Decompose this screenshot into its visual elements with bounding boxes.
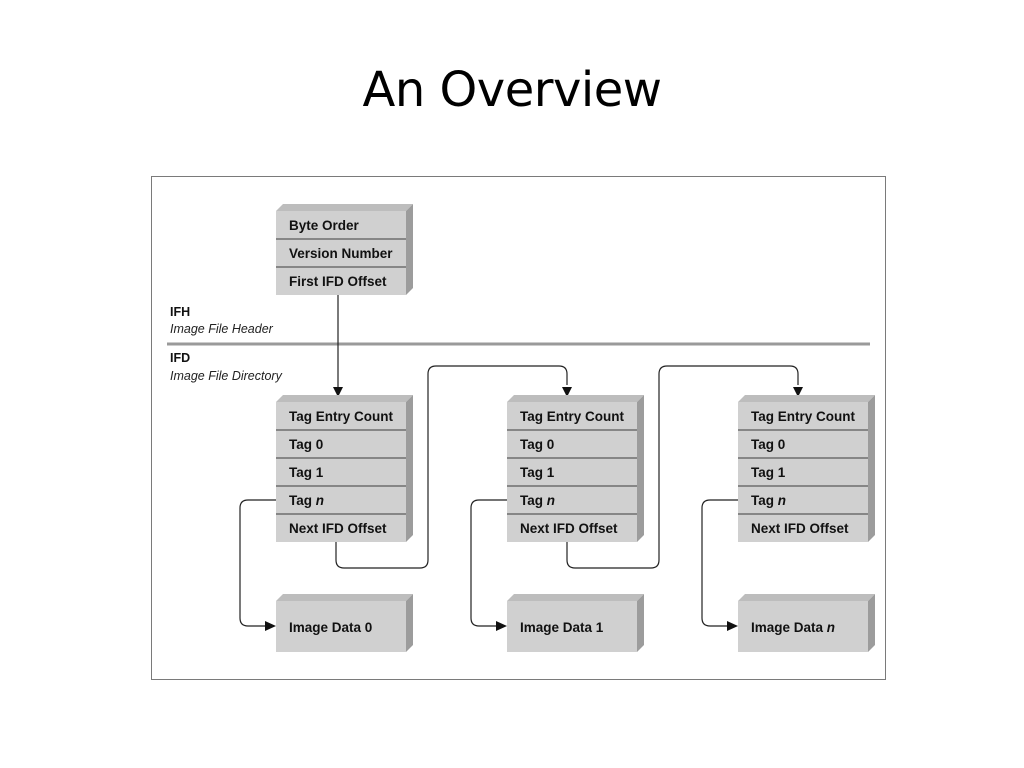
ifd-name: Image File Directory: [170, 369, 283, 383]
cell-text: Tag Entry Count: [751, 409, 855, 424]
cell-label: Tag n: [289, 493, 324, 508]
cell-label: Next IFD Offset: [520, 521, 618, 536]
diagram-frame: IFH Image File Header IFD Image File Dir…: [151, 176, 886, 680]
tag-to-image-connector: [701, 499, 738, 627]
cell-label: Tag Entry Count: [289, 409, 393, 424]
cell-text: Next IFD Offset: [751, 521, 849, 536]
box-side-face: [868, 594, 875, 652]
box-top-face: [276, 395, 413, 402]
connectors: [239, 295, 803, 631]
box-front-face: [276, 211, 406, 295]
box-front-face: [276, 601, 406, 652]
arrow-right-icon: [727, 621, 738, 631]
cell-text: Version Number: [289, 246, 393, 261]
cell-text: Tag: [751, 493, 778, 508]
cell-text: Tag 0: [520, 437, 554, 452]
cell-label: Byte Order: [289, 218, 360, 233]
image-data-text: Image Data 0: [289, 620, 372, 635]
image-data-box-2: Image Data n: [738, 594, 875, 652]
cell-label: Next IFD Offset: [751, 521, 849, 536]
cell-label: Tag Entry Count: [520, 409, 624, 424]
cell-variable: n: [316, 493, 324, 508]
cell-label: First IFD Offset: [289, 274, 387, 289]
cell-text: Tag 1: [751, 465, 786, 480]
arrow-down-icon: [793, 387, 803, 397]
cell-text: Next IFD Offset: [520, 521, 618, 536]
box-front-face: [507, 402, 637, 542]
box-top-face: [507, 594, 644, 601]
cell-text: Tag 1: [520, 465, 555, 480]
cell-variable: n: [547, 493, 555, 508]
box-side-face: [637, 594, 644, 652]
ifd-label: IFD: [170, 351, 190, 365]
slide-title: An Overview: [362, 62, 663, 118]
cell-label: Tag 1: [520, 465, 555, 480]
cell-label: Tag n: [520, 493, 555, 508]
box-side-face: [406, 594, 413, 652]
ifh-name: Image File Header: [170, 322, 274, 336]
cell-text: Tag 1: [289, 465, 324, 480]
next-ifd-connector: [566, 365, 799, 569]
image-data-label: Image Data 0: [289, 620, 372, 635]
cell-label: Tag 1: [751, 465, 786, 480]
image-data-box-0: Image Data 0: [276, 594, 413, 652]
cell-text: Tag 0: [751, 437, 785, 452]
box-side-face: [868, 395, 875, 542]
cell-label: Next IFD Offset: [289, 521, 387, 536]
cell-label: Version Number: [289, 246, 393, 261]
arrow-down-icon: [333, 387, 343, 397]
box-front-face: [507, 601, 637, 652]
cell-label: Tag 0: [751, 437, 785, 452]
arrow-right-icon: [496, 621, 507, 631]
cell-label: Tag Entry Count: [751, 409, 855, 424]
tiff-structure-diagram: IFH Image File Header IFD Image File Dir…: [167, 204, 875, 652]
arrow-right-icon: [265, 621, 276, 631]
image-data-variable: n: [827, 620, 835, 635]
image-data-text: Image Data: [751, 620, 827, 635]
tag-to-image-connector: [470, 499, 507, 627]
box-side-face: [406, 395, 413, 542]
cell-text: Tag: [520, 493, 547, 508]
image-data-text: Image Data 1: [520, 620, 604, 635]
next-ifd-connector: [335, 365, 568, 569]
cell-text: Tag Entry Count: [520, 409, 624, 424]
box-top-face: [507, 395, 644, 402]
box-side-face: [637, 395, 644, 542]
cell-label: Tag 1: [289, 465, 324, 480]
cell-text: Next IFD Offset: [289, 521, 387, 536]
image-data-box-1: Image Data 1: [507, 594, 644, 652]
box-top-face: [738, 395, 875, 402]
tag-to-image-connector: [239, 499, 276, 627]
cell-text: Tag: [289, 493, 316, 508]
cell-label: Tag n: [751, 493, 786, 508]
cell-text: First IFD Offset: [289, 274, 387, 289]
ifh-label: IFH: [170, 305, 190, 319]
box-front-face: [738, 402, 868, 542]
image-data-label: Image Data 1: [520, 620, 604, 635]
box-top-face: [738, 594, 875, 601]
cell-text: Byte Order: [289, 218, 360, 233]
cell-text: Tag Entry Count: [289, 409, 393, 424]
cell-label: Tag 0: [289, 437, 323, 452]
box-top-face: [276, 594, 413, 601]
box-front-face: [738, 601, 868, 652]
cell-label: Tag 0: [520, 437, 554, 452]
box-top-face: [276, 204, 413, 211]
box-front-face: [276, 402, 406, 542]
cell-text: Tag 0: [289, 437, 323, 452]
box-side-face: [406, 204, 413, 295]
cell-variable: n: [778, 493, 786, 508]
arrow-down-icon: [562, 387, 572, 397]
image-data-label: Image Data n: [751, 620, 835, 635]
